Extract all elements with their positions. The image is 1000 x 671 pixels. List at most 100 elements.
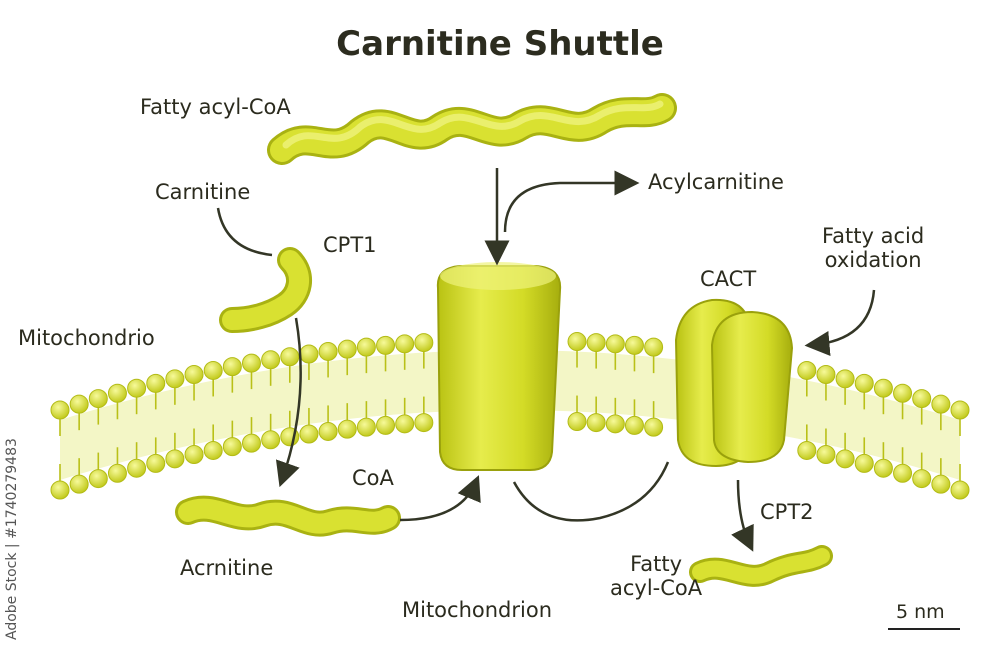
lipid-head — [107, 463, 127, 483]
arrow-fatty-acid-oxidation — [804, 289, 876, 356]
label-cpt2: CPT2 — [760, 500, 814, 524]
arrow-cpt2 — [731, 479, 754, 552]
lipid-head — [797, 360, 817, 380]
label-mitochondrion: Mitochondrion — [402, 598, 553, 622]
lipid-head — [299, 344, 319, 364]
arrows — [216, 168, 876, 552]
lipid-head — [50, 400, 70, 420]
lipid-head — [816, 365, 836, 385]
lipid-head — [69, 474, 89, 494]
label-cact: CACT — [700, 267, 757, 291]
label-cpt1: CPT1 — [323, 233, 377, 257]
lipid-head — [376, 335, 396, 355]
fatty-acyl-coa-bottom-body — [692, 548, 830, 584]
lipid-head — [893, 383, 913, 403]
lipid-head — [586, 333, 606, 353]
lipid-head — [835, 369, 855, 389]
cpt1-transporter-protein — [436, 262, 562, 471]
lipid-head — [567, 412, 587, 432]
lipid-head — [165, 369, 185, 389]
lipid-head — [873, 378, 893, 398]
lipid-head — [567, 332, 587, 352]
lipid-head — [644, 417, 664, 437]
lipid-head — [88, 389, 108, 409]
lipid-head — [376, 415, 396, 435]
lipid-head — [931, 394, 951, 414]
lipid-head — [624, 335, 644, 355]
arrow-under-membrane — [512, 461, 670, 522]
lipid-head — [586, 413, 606, 433]
lipid-head — [835, 449, 855, 469]
label-fatty-acid-line2: oxidation — [824, 248, 922, 273]
lipid-head — [605, 414, 625, 434]
lipid-head — [318, 341, 338, 361]
arrow-coa — [399, 475, 481, 522]
label-fatty-acyl-coa-bottom-line1: Fatty — [630, 552, 683, 576]
acrnitine-body — [178, 498, 398, 534]
lipid-head — [222, 437, 242, 457]
label-fatty-acyl-coa-bottom-line2: acyl-CoA — [610, 576, 703, 601]
lipid-head — [184, 365, 204, 385]
lipid-head — [337, 419, 357, 439]
lipid-head — [261, 430, 281, 450]
lipid-head — [203, 440, 223, 460]
lipid-head — [950, 400, 970, 420]
label-fatty-acyl-coa-bottom: Fatty acyl-CoA — [610, 552, 702, 600]
lipid-head — [644, 337, 664, 357]
lipid-head — [912, 389, 932, 409]
lipid-head — [931, 474, 951, 494]
lipid-head — [184, 445, 204, 465]
lipid-head — [88, 469, 108, 489]
arrow-to-acylcarnitine — [503, 170, 640, 233]
lipid-head — [50, 480, 70, 500]
arrow-cpt1-to-acrnitine — [275, 317, 302, 488]
lipid-head — [203, 360, 223, 380]
stock-id-text: Adobe Stock | #1740279483 — [4, 438, 20, 640]
lipid-head — [146, 453, 166, 473]
label-fatty-acid-oxidation: Fatty acid oxidation — [822, 224, 924, 272]
lipid-head — [146, 373, 166, 393]
lipid-head — [395, 414, 415, 434]
label-coa: CoA — [352, 466, 394, 490]
lipid-head — [912, 469, 932, 489]
lipid-head — [337, 339, 357, 359]
lipid-head — [261, 350, 281, 370]
lipid-head — [356, 417, 376, 437]
label-fatty-acid-line1: Fatty acid — [822, 224, 925, 248]
lipid-head — [241, 353, 261, 373]
lipid-head — [356, 337, 376, 357]
lipid-head — [816, 445, 836, 465]
scale-label: 5 nm — [896, 601, 945, 623]
lipid-head — [873, 458, 893, 478]
label-fatty-acyl-coa-top: Fatty acyl-CoA — [140, 95, 291, 119]
cact-transporter-protein — [674, 298, 794, 468]
lipid-head — [893, 463, 913, 483]
diagram-title: Carnitine Shuttle — [336, 24, 664, 64]
lipid-head — [280, 347, 300, 367]
lipid-head — [299, 424, 319, 444]
lipid-head — [605, 334, 625, 354]
lipid-head — [127, 378, 147, 398]
lipid-head — [854, 453, 874, 473]
lipid-head — [241, 433, 261, 453]
lipid-head — [127, 458, 147, 478]
fatty-acyl-coa-top-highlight — [282, 100, 664, 149]
lipid-head — [797, 440, 817, 460]
lipid-head — [414, 333, 434, 353]
lipid-head — [414, 413, 434, 433]
cpt1-body — [222, 250, 309, 330]
lipid-head — [165, 449, 185, 469]
label-acylcarnitine: Acylcarnitine — [648, 170, 784, 194]
lipid-head — [950, 480, 970, 500]
lipid-head — [624, 415, 644, 435]
lipid-head — [318, 421, 338, 441]
lipid-head — [395, 334, 415, 354]
fatty-acyl-coa-top-body — [270, 96, 674, 162]
lipid-head — [107, 383, 127, 403]
scale-bar — [888, 628, 960, 630]
lipid-head — [69, 394, 89, 414]
label-mitochondrio: Mitochondrio — [18, 326, 155, 350]
lipid-head — [222, 357, 242, 377]
